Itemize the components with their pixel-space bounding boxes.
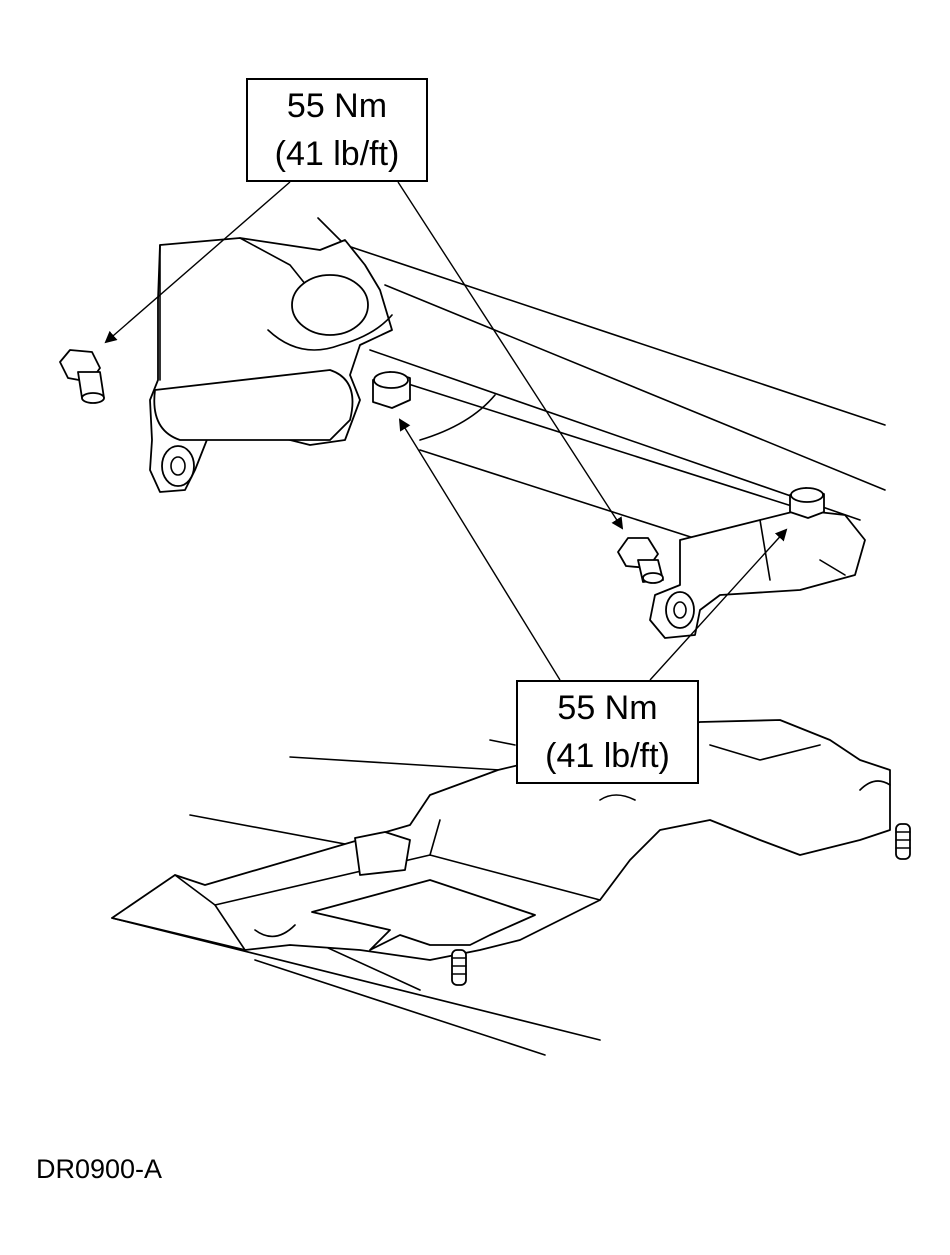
- stud-right: [895, 823, 911, 860]
- bolt-left: [59, 349, 105, 404]
- leader-arrows: [104, 181, 788, 681]
- torque-value-imperial: (41 lb/ft): [545, 737, 670, 775]
- torque-value-imperial: (41 lb/ft): [274, 135, 400, 173]
- crossmember-assembly: [149, 217, 886, 639]
- floor-panel: [111, 719, 891, 1056]
- torque-value: 55 Nm: [557, 689, 658, 727]
- torque-callout-top: 55 Nm (41 lb/ft): [246, 78, 428, 182]
- figure-id-label: DR0900-A: [36, 1154, 163, 1184]
- torque-value: 55 Nm: [286, 87, 388, 125]
- bolt-right: [617, 537, 664, 584]
- nut-right: [789, 487, 825, 519]
- stud-left: [451, 949, 467, 986]
- torque-callout-bottom: 55 Nm (41 lb/ft): [516, 680, 699, 784]
- nut-left: [372, 371, 411, 409]
